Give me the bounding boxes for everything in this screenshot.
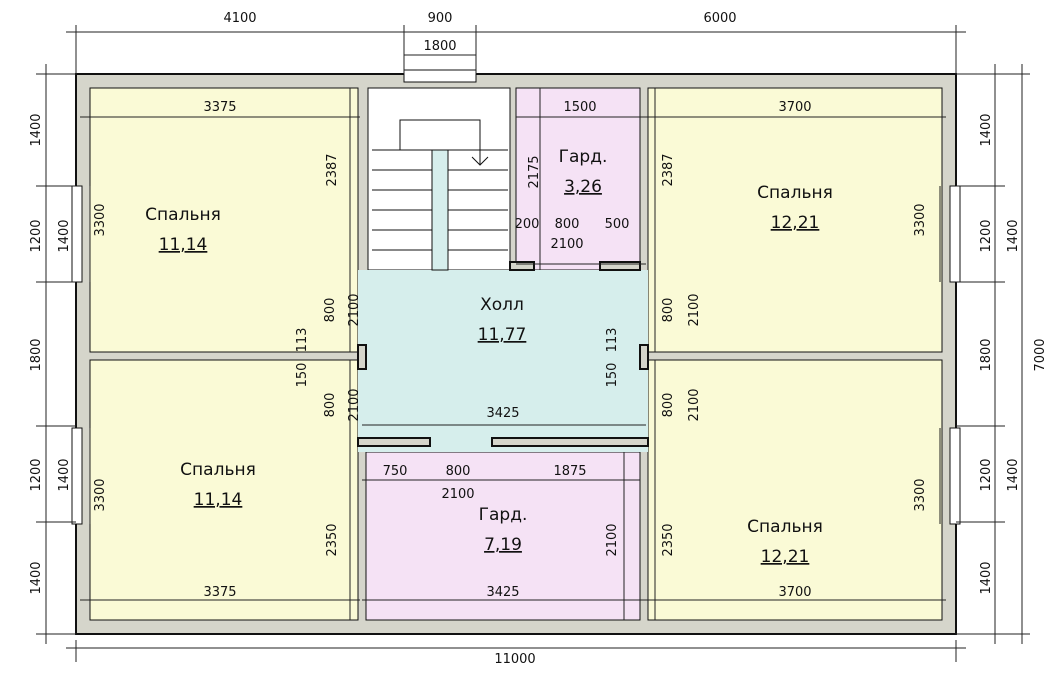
dimension-label: 2100 [441, 487, 474, 502]
bedroom-bottom-left [89, 359, 359, 621]
window [403, 69, 477, 83]
dimension-label: 1200 [979, 458, 994, 491]
dimension-label: 750 [383, 464, 408, 479]
dimension-label: 3375 [203, 100, 236, 115]
dimension-label: 1800 [29, 338, 44, 371]
room-name: Холл [480, 295, 524, 315]
dimension-label: 1500 [563, 100, 596, 115]
room-area: 3,26 [564, 177, 602, 197]
dimension-label: 1400 [57, 219, 72, 252]
dimension-label: 1400 [1006, 219, 1021, 252]
dimension-label: 2350 [661, 523, 676, 556]
room-name: Спальня [757, 183, 833, 203]
dimension-label: 113 [605, 328, 620, 353]
room-area: 7,19 [484, 535, 522, 555]
dimension-label: 3425 [486, 406, 519, 421]
dimension-label: 800 [446, 464, 471, 479]
dimension-label: 500 [605, 217, 630, 232]
dimension-label: 3375 [203, 585, 236, 600]
dimension-label: 1400 [1006, 458, 1021, 491]
stairs [372, 119, 508, 271]
dimension-label: 1200 [979, 219, 994, 252]
room-name: Гард. [559, 147, 608, 167]
dimension-label: 6000 [703, 11, 736, 26]
dimension-label: 2387 [661, 153, 676, 186]
dimension-label: 11000 [494, 652, 535, 667]
dimension-label: 3700 [778, 585, 811, 600]
dimension-label: 3300 [93, 203, 108, 236]
dimension-label: 1400 [57, 458, 72, 491]
dimension-label: 200 [515, 217, 540, 232]
dimension-label: 2100 [687, 388, 702, 421]
wall-stub [639, 344, 649, 370]
dimension-label: 800 [323, 393, 338, 418]
dimension-label: 1200 [29, 458, 44, 491]
dimension-label: 1400 [979, 113, 994, 146]
room-area: 11,77 [478, 325, 527, 345]
dimension-label: 2100 [347, 388, 362, 421]
bedroom-bottom-right [647, 359, 943, 621]
hall [358, 270, 648, 452]
room-area: 11,14 [159, 235, 208, 255]
bedroom-top-right [647, 87, 943, 353]
dimension-label: 800 [661, 298, 676, 323]
dimension-label: 2350 [325, 523, 340, 556]
dimension-label: 150 [605, 363, 620, 388]
dimension-label: 1800 [979, 338, 994, 371]
dimension-label: 2387 [325, 153, 340, 186]
dimension-label: 2175 [527, 155, 542, 188]
dimension-label: 2100 [550, 237, 583, 252]
room-area: 12,21 [771, 213, 820, 233]
dimension-label: 113 [295, 328, 310, 353]
room-area: 12,21 [761, 547, 810, 567]
dimension-label: 3425 [486, 585, 519, 600]
dimension-label: 1875 [553, 464, 586, 479]
dimension-label: 1400 [979, 561, 994, 594]
room-name: Гард. [479, 505, 528, 525]
dimension-label: 1400 [29, 561, 44, 594]
room-name: Спальня [747, 517, 823, 537]
dimension-lines [36, 25, 1030, 662]
dimension-label: 2100 [605, 523, 620, 556]
dimension-label: 3300 [913, 478, 928, 511]
side-windows [71, 185, 961, 525]
wardrobe-small [515, 87, 641, 271]
dimension-label: 150 [295, 363, 310, 388]
wall-stub [357, 437, 431, 447]
dimension-label: 800 [661, 393, 676, 418]
room-name: Спальня [145, 205, 221, 225]
room-name: Спальня [180, 460, 256, 480]
dimension-label: 800 [555, 217, 580, 232]
room-area: 11,14 [194, 490, 243, 510]
wall-stub [599, 261, 641, 271]
dimension-label: 3700 [778, 100, 811, 115]
dimension-label: 1800 [423, 39, 456, 54]
dimension-label: 3300 [913, 203, 928, 236]
dimension-label: 1400 [29, 113, 44, 146]
bedroom-top-left [89, 87, 359, 353]
dimension-label: 800 [323, 298, 338, 323]
dimension-label: 2100 [687, 293, 702, 326]
dimension-label: 1200 [29, 219, 44, 252]
wall-stub [509, 261, 535, 271]
dimension-label: 3300 [93, 478, 108, 511]
dimension-label: 900 [428, 11, 453, 26]
dimension-label: 7000 [1033, 338, 1048, 371]
wall-stub [491, 437, 649, 447]
dimension-label: 4100 [223, 11, 256, 26]
dimension-label: 2100 [347, 293, 362, 326]
wall-stub [357, 344, 367, 370]
